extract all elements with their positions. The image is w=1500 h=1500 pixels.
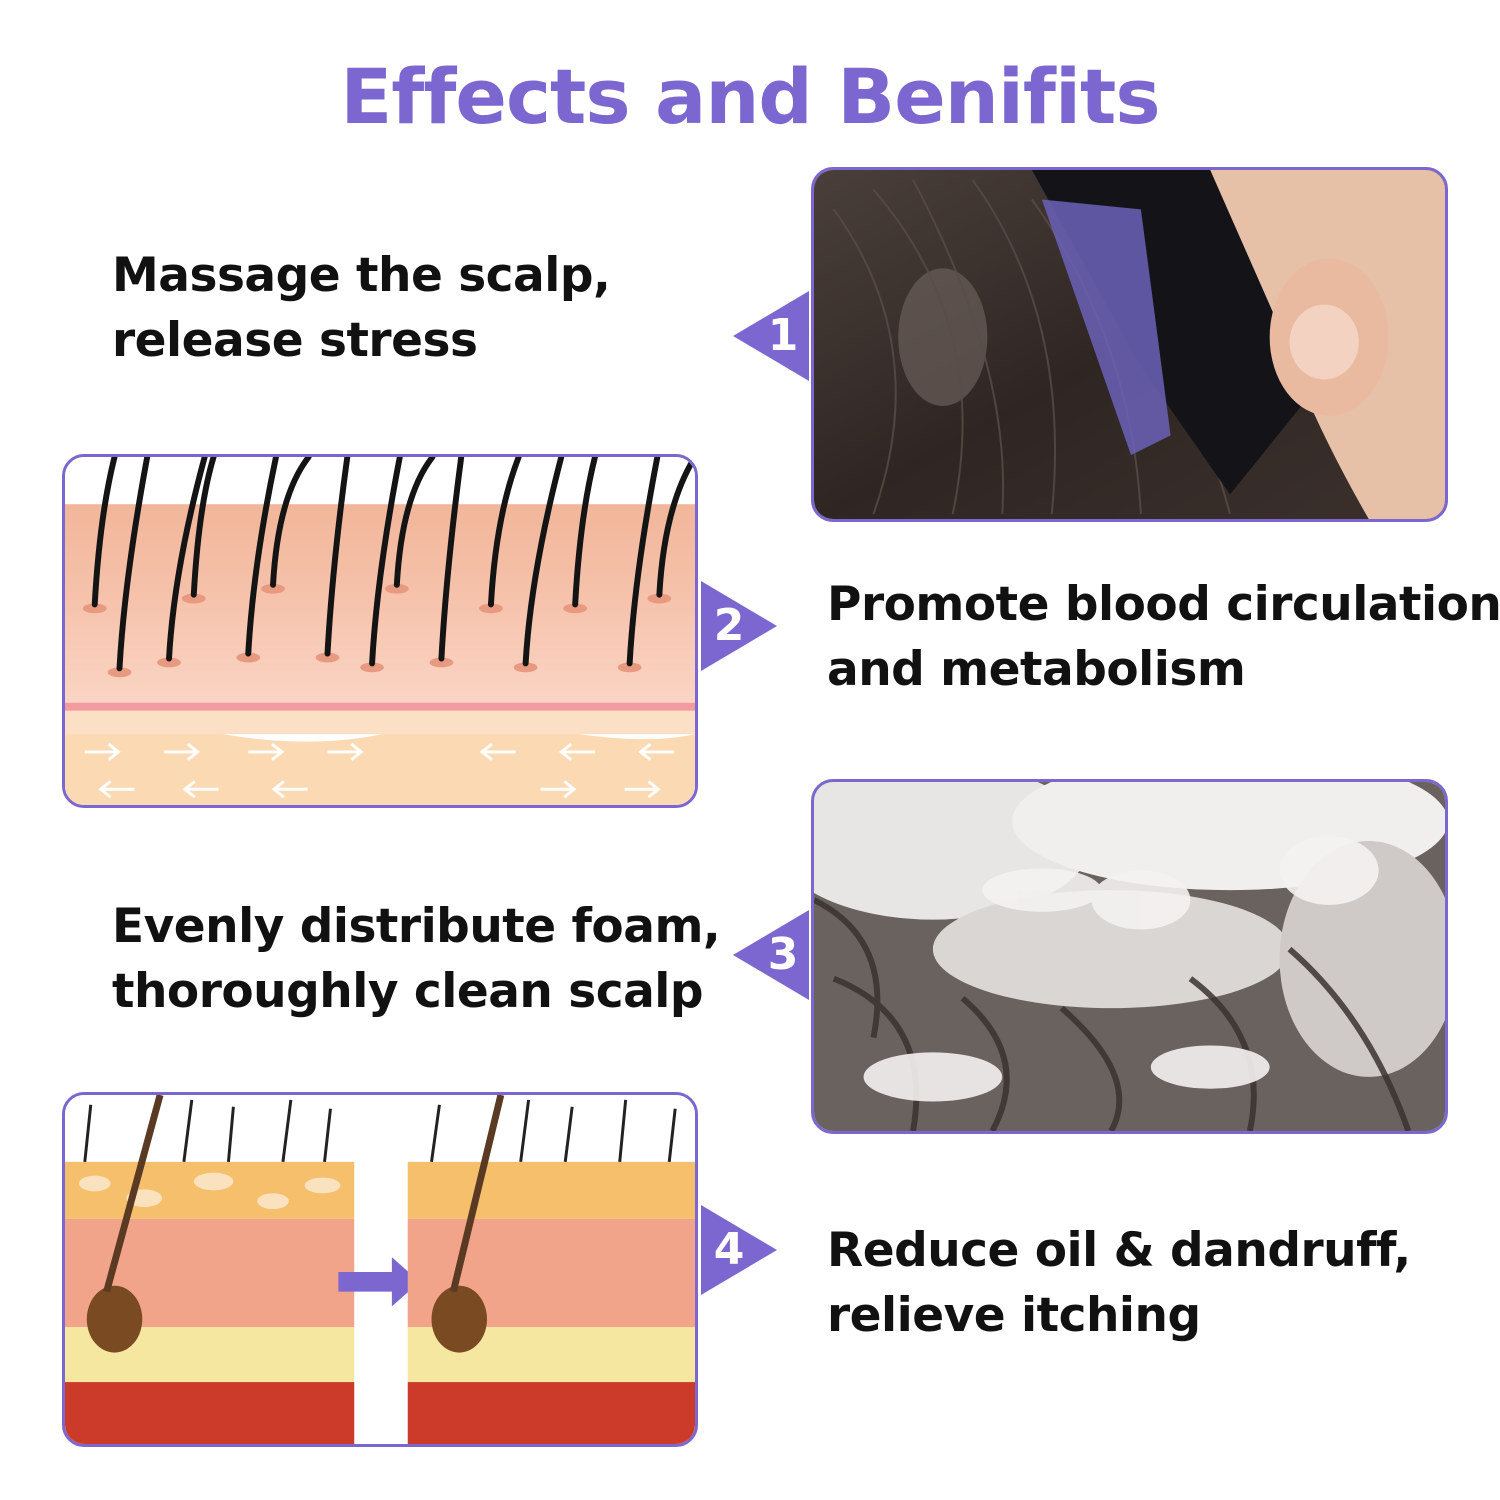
hair-follicle <box>563 603 588 614</box>
hair-strand <box>91 457 118 608</box>
badge-2: 2 <box>701 581 777 671</box>
badge-3-number: 3 <box>767 929 799 980</box>
flow-arrow <box>182 780 219 799</box>
hair-strand <box>522 457 565 667</box>
feature-3-line-2: thoroughly clean scalp <box>112 964 704 1019</box>
hair-follicle <box>479 603 503 614</box>
hair-strand <box>438 457 465 662</box>
flow-arrow <box>624 780 661 799</box>
hair-strand <box>487 457 522 608</box>
feature-1-line-1: Massage the scalp, <box>112 248 611 303</box>
hair-follicle <box>236 652 261 663</box>
badge-4: 4 <box>701 1205 777 1295</box>
hair-strand <box>270 457 312 588</box>
feature-1-line-2: release stress <box>112 313 478 368</box>
feature-2-text: Promote blood circulation and metabolism <box>827 572 1500 702</box>
scalp-massage-photo <box>811 167 1448 522</box>
feature-1-text: Massage the scalp, release stress <box>112 243 611 373</box>
flow-arrow <box>558 742 595 761</box>
feature-4-line-1: Reduce oil & dandruff, <box>827 1223 1411 1278</box>
hair-strand <box>166 457 208 662</box>
badge-2-number: 2 <box>713 600 745 651</box>
hair-follicle <box>647 593 672 604</box>
flow-arrow <box>540 780 577 799</box>
hair-strand <box>572 457 598 608</box>
flow-arrow <box>248 742 285 761</box>
hair-follicle <box>513 662 538 673</box>
hair-follicle <box>429 657 454 668</box>
badge-1-number: 1 <box>767 310 799 361</box>
foam-hair-photo <box>811 779 1448 1134</box>
feature-2-line-1: Promote blood circulation <box>827 577 1500 632</box>
hair-follicle <box>261 583 285 594</box>
feature-3-text: Evenly distribute foam, thoroughly clean… <box>112 894 721 1024</box>
feature-4-line-2: relieve itching <box>827 1288 1201 1343</box>
feature-2-line-2: and metabolism <box>827 642 1246 697</box>
hair-follicle <box>157 657 181 668</box>
badge-4-number: 4 <box>713 1224 745 1275</box>
feature-4-text: Reduce oil & dandruff, relieve itching <box>827 1218 1411 1348</box>
flow-arrow <box>98 780 135 799</box>
blood-circulation-diagram <box>62 454 698 808</box>
hair-follicle <box>617 662 642 673</box>
flow-arrow <box>479 742 516 761</box>
badge-3: 3 <box>733 910 809 1000</box>
hair-strand <box>116 457 151 672</box>
hair-follicle <box>82 603 107 614</box>
hair-strand <box>324 457 351 657</box>
hair-follicle <box>360 662 384 673</box>
flow-arrow <box>84 742 121 761</box>
hair-strand <box>393 457 436 588</box>
hair-follicle <box>181 593 206 604</box>
hair-follicle <box>107 667 132 678</box>
page-title: Effects and Benifits <box>340 52 1160 141</box>
flow-arrow <box>638 742 675 761</box>
hair-strand <box>369 457 403 667</box>
hair-strand <box>245 457 279 657</box>
hair-strand <box>190 457 217 598</box>
feature-3-line-1: Evenly distribute foam, <box>112 899 721 954</box>
flow-arrow <box>271 780 308 799</box>
flow-arrow <box>327 742 364 761</box>
hair-follicle <box>384 583 409 594</box>
hair-strand <box>626 457 661 667</box>
hair-strand <box>656 457 695 598</box>
badge-1: 1 <box>733 291 809 381</box>
flow-arrow <box>164 742 201 761</box>
hair-follicle <box>315 652 340 663</box>
oil-dandruff-diagram <box>62 1092 698 1447</box>
